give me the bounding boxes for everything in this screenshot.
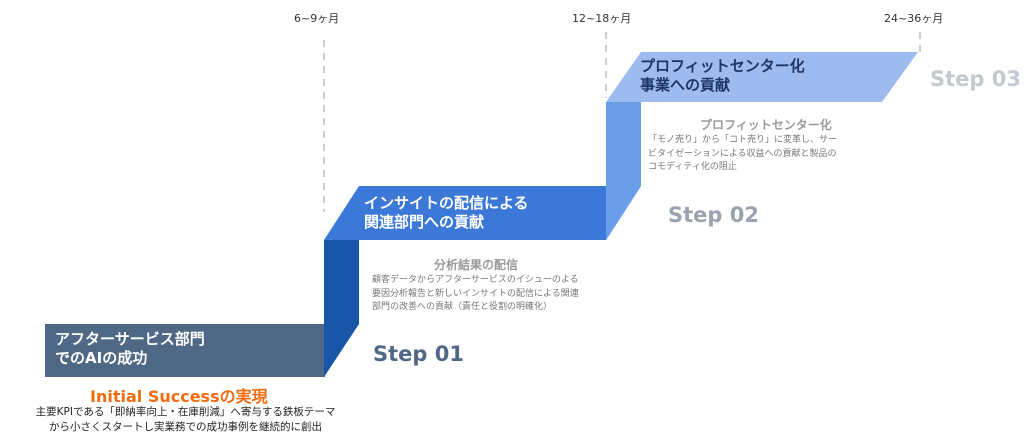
stage2-desc-line3: 部門の改善への貢献（責任と役割の明確化） — [372, 302, 553, 312]
stage3-title: プロフィットセンター化 事業への貢献 — [640, 57, 805, 95]
stage2-description: 顧客データからアフターサービスのイシューのよる 要因分析報告と新しいインサイトの… — [372, 274, 579, 315]
stage2-box — [324, 186, 641, 240]
stage2-riser — [324, 240, 359, 377]
timeline-label-2: 12~18ヶ月 — [572, 12, 632, 25]
stage2-step-label: Step 02 — [668, 203, 759, 227]
stage3-title-line2: 事業への貢献 — [640, 76, 731, 94]
stage2-title-line1: インサイトの配信による — [364, 194, 529, 212]
stage3-step-label: Step 03 — [930, 67, 1021, 91]
stage3-headline: プロフィットセンター化 — [700, 118, 832, 132]
timeline-label-1: 6~9ヶ月 — [294, 12, 340, 25]
timeline-label-3: 24~36ヶ月 — [884, 12, 944, 25]
stage3-box — [606, 52, 918, 102]
stage1-title-line1: アフターサービス部門 — [55, 330, 205, 348]
stage3-title-line1: プロフィットセンター化 — [640, 57, 805, 75]
stage3-description: 「モノ売り」から「コト売り」に変革し、サー ビタイゼーションによる収益への貢献と… — [648, 134, 837, 175]
stage3-desc-line1: 「モノ売り」から「コト売り」に変革し、サー — [648, 135, 838, 145]
stage2-title-line2: 関連部門への貢献 — [364, 213, 485, 231]
stage3-desc-line2: ビタイゼーションによる収益への貢献と製品の — [648, 148, 837, 159]
stage2-title: インサイトの配信による 関連部門への貢献 — [364, 194, 529, 232]
stage1-description: 主要KPIである「即納率向上・在庫削減」へ寄与する鉄板テーマ から小さくスタート… — [3, 405, 368, 435]
stage1-box — [45, 324, 325, 377]
stage2-desc-line2: 要因分析報告と新しいインサイトの配信による関連 — [372, 288, 579, 299]
stage2-desc-line1: 顧客データからアフターサービスのイシューのよる — [372, 275, 579, 285]
stage3-desc-line3: コモディティ化の阻止 — [648, 162, 737, 172]
stage1-title: アフターサービス部門 でのAIの成功 — [55, 330, 205, 368]
stage1-step-label: Step 01 — [373, 342, 464, 366]
stage1-headline: Initial Successの実現 — [90, 387, 268, 406]
stage2-headline: 分析結果の配信 — [434, 258, 519, 272]
stage3-riser — [606, 102, 641, 240]
stage1-desc-line1: 主要KPIである「即納率向上・在庫削減」へ寄与する鉄板テーマ — [35, 406, 336, 418]
stage1-title-line2: でのAIの成功 — [55, 349, 148, 367]
stage1-desc-line2: から小さくスタートし実業務での成功事例を継続的に創出 — [49, 421, 322, 433]
